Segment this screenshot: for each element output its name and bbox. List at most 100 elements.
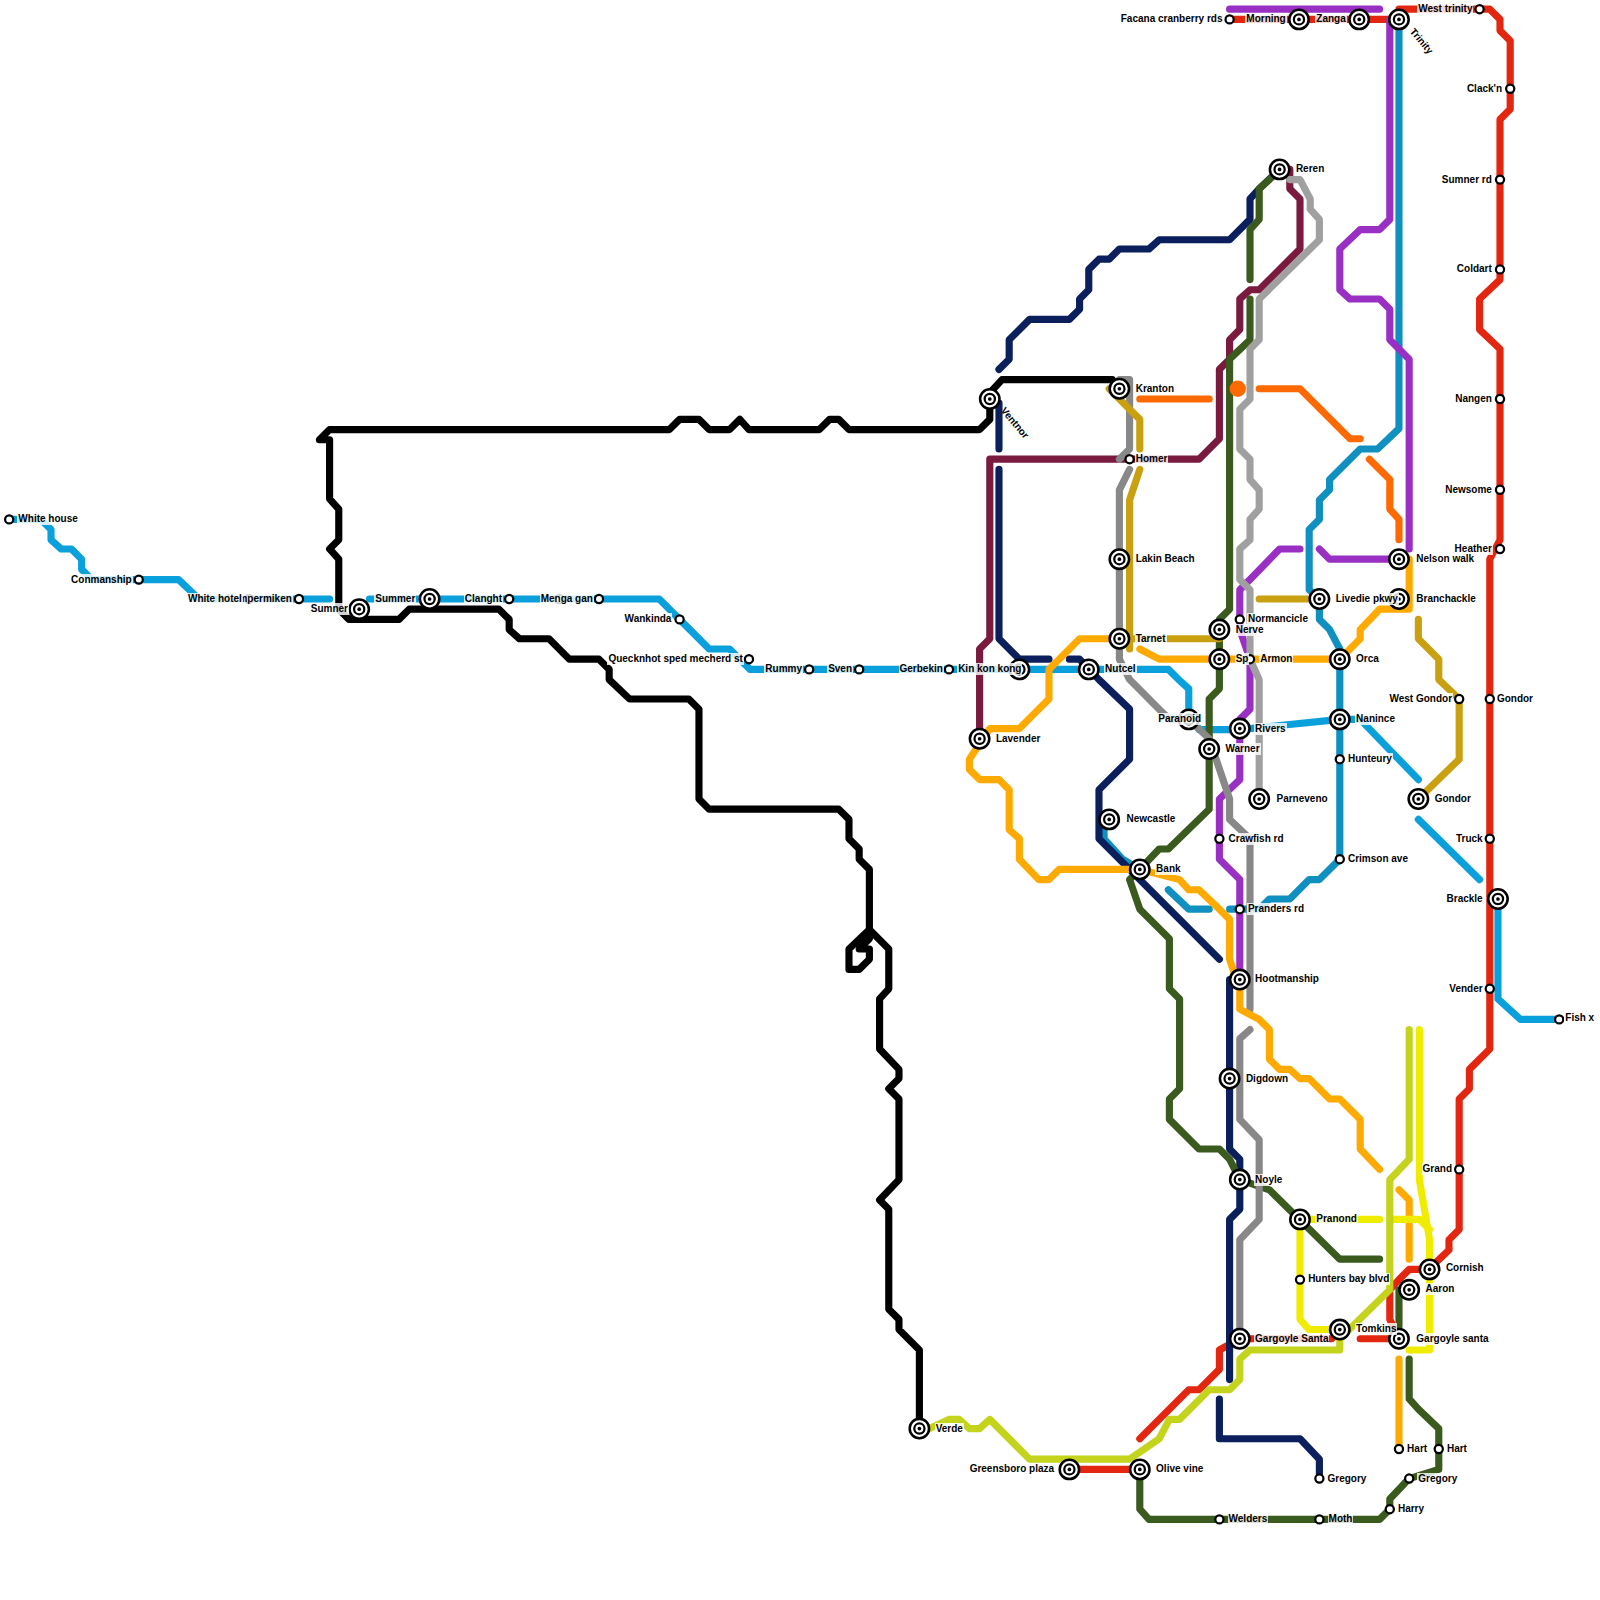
station-label: West Gondor	[1388, 693, 1453, 705]
station-marker	[1496, 486, 1504, 494]
interchange-marker	[1389, 10, 1408, 29]
interchange-marker	[910, 1419, 929, 1438]
station-label: Tomkins	[1355, 1323, 1397, 1335]
route-line	[1140, 1359, 1439, 1519]
route-line	[1130, 299, 1380, 1259]
station-label: Facana cranberry rds	[1120, 13, 1224, 25]
station-marker	[1236, 905, 1244, 913]
station-label: Pranond	[1315, 1213, 1358, 1225]
station-label: Nelson walk	[1415, 553, 1475, 565]
route-line	[1498, 899, 1559, 1019]
station-label: Coldart	[1456, 263, 1493, 275]
station-marker	[1386, 1505, 1394, 1513]
route-line	[1230, 19, 1399, 909]
station-label: Parneveno	[1276, 793, 1329, 805]
station-marker	[1126, 455, 1134, 463]
interchange-marker	[970, 729, 989, 748]
station-label: Moth	[1328, 1513, 1354, 1525]
station-label: Gargoyle santa	[1415, 1333, 1489, 1345]
station-marker	[855, 665, 863, 673]
interchange-marker	[1110, 379, 1129, 398]
station-label: Zanga	[1315, 13, 1346, 25]
route-line	[1259, 595, 1309, 602]
interchange-marker	[1249, 789, 1268, 808]
station-label: Verde	[935, 1423, 964, 1435]
route-line	[969, 639, 1379, 1170]
station-label: Kin kon kong	[957, 663, 1022, 675]
station-label: Digdown	[1245, 1073, 1289, 1085]
station-marker	[805, 665, 813, 673]
route-line	[1418, 619, 1459, 799]
station-label: White hotel	[187, 593, 243, 605]
interchange-marker	[1220, 1069, 1239, 1088]
station-label: Gargoyle Santa	[1254, 1333, 1329, 1345]
interchange-marker	[1210, 649, 1229, 668]
route-line	[930, 1030, 1410, 1460]
station-label: Rivers	[1254, 723, 1287, 735]
interchange-marker	[349, 599, 368, 618]
station-marker	[1486, 695, 1494, 703]
station-label: Harry	[1397, 1503, 1425, 1515]
interchange-marker	[1330, 649, 1349, 668]
station-marker	[1236, 615, 1244, 623]
station-label: Orca	[1355, 653, 1380, 665]
station-label: Grand	[1422, 1163, 1453, 1175]
route-line	[999, 469, 1049, 659]
interchange-marker	[1230, 1329, 1249, 1348]
station-marker	[595, 595, 603, 603]
station-label: Warner	[1224, 743, 1260, 755]
route-line	[1250, 169, 1280, 279]
interchange-marker	[1199, 739, 1218, 758]
station-marker	[1215, 835, 1223, 843]
station-label: Nangen	[1454, 393, 1493, 405]
station-label: Aaron	[1424, 1283, 1455, 1295]
station-marker	[1496, 395, 1504, 403]
station-label: Nanince	[1355, 713, 1396, 725]
station-label: Welders	[1228, 1513, 1269, 1525]
station-label: Gondor	[1496, 693, 1534, 705]
station-label: Morning	[1245, 13, 1286, 25]
station-label: Nutcel	[1104, 663, 1137, 675]
interchange-marker	[1289, 10, 1308, 29]
interchange-marker	[1110, 549, 1129, 568]
station-marker	[1496, 545, 1504, 553]
route-line	[1140, 395, 1209, 402]
station-marker	[1486, 985, 1494, 993]
station-label: Ventnor	[997, 404, 1031, 442]
station-label: Homer	[1135, 453, 1169, 465]
station-marker	[1226, 15, 1234, 23]
station-label: Hunters bay blvd	[1307, 1273, 1390, 1285]
interchange-marker	[1488, 889, 1507, 908]
route-line	[1399, 1190, 1409, 1259]
station-label: Newsome	[1444, 484, 1493, 496]
station-label: Quecknhot sped mecherd st	[607, 653, 743, 665]
interchange-marker	[1389, 549, 1408, 568]
station-label: Hart	[1406, 1443, 1428, 1455]
station-marker	[1315, 1515, 1323, 1523]
interchange-marker	[1409, 789, 1428, 808]
station-label: Lakin Beach	[1135, 553, 1196, 565]
interchange-marker	[420, 589, 439, 608]
station-label: Cornish	[1445, 1262, 1485, 1274]
station-label: Sven	[827, 663, 853, 675]
route-line	[999, 169, 1280, 369]
station-marker	[1336, 855, 1344, 863]
station-marker	[1496, 176, 1504, 184]
interchange-marker	[1330, 1320, 1349, 1339]
station-label: Rummy	[764, 663, 803, 675]
station-label: Livedie pkwy	[1335, 593, 1399, 605]
station-marker	[1405, 1474, 1413, 1482]
station-label: Clack'n	[1466, 83, 1503, 95]
station-label: Trinity	[1407, 25, 1437, 57]
route-line	[1340, 559, 1409, 659]
interchange-marker	[1060, 1460, 1079, 1479]
station-label: Nerve	[1235, 624, 1265, 636]
station-label: Sumner	[310, 603, 349, 615]
station-label: Crimson ave	[1347, 853, 1409, 865]
station-label: Paranoid	[1157, 713, 1202, 725]
station-label: Truck	[1455, 833, 1484, 845]
route-line	[1219, 1399, 1319, 1479]
interchange-marker	[1079, 660, 1098, 679]
station-marker	[1486, 835, 1494, 843]
station-marker	[5, 515, 13, 523]
